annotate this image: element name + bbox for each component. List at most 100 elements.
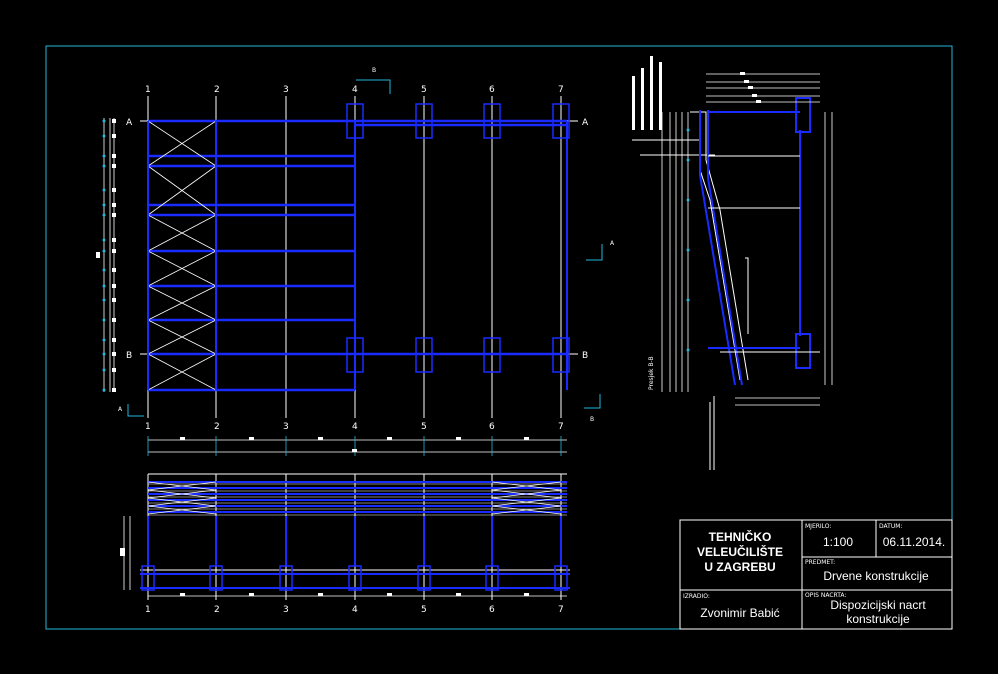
brace	[147, 319, 217, 355]
axis-label: 3	[283, 422, 289, 432]
dimension-node	[102, 249, 106, 253]
column-box	[552, 103, 570, 139]
dimension-text-mark	[112, 318, 116, 322]
axis-label: 1	[145, 422, 151, 432]
dimension-text-mark	[744, 80, 749, 83]
dimension-text-mark	[524, 437, 529, 440]
brace	[491, 489, 562, 499]
dimension-text-mark	[112, 154, 116, 158]
opis-value-line: Dispozicijski nacrt	[830, 598, 926, 612]
title-block[interactable]	[679, 519, 953, 630]
axis-label: 4	[352, 605, 358, 615]
dimension-text-mark	[387, 593, 392, 596]
column-box	[415, 103, 433, 139]
column-box	[552, 337, 570, 373]
dimension-text-mark	[112, 284, 116, 288]
opis-value-line: konstrukcije	[846, 612, 910, 626]
dimension-node	[686, 198, 690, 202]
elevation-dimension-lines	[120, 516, 567, 597]
dimension-text-mark	[112, 119, 116, 123]
brace	[147, 250, 217, 287]
plan-wind-bracing	[147, 120, 217, 391]
brace	[491, 481, 562, 491]
dimension-node	[102, 238, 106, 242]
plan-dimension-chain-left	[96, 118, 116, 392]
dimension-text-mark	[112, 298, 116, 302]
axis-label: 6	[489, 605, 495, 615]
dimension-text-mark	[112, 188, 116, 192]
dimension-text-mark	[524, 593, 529, 596]
dimension-node	[686, 158, 690, 162]
dimension-text-mark	[740, 72, 745, 75]
plan-columns	[346, 103, 570, 373]
dimension-text-mark	[456, 437, 461, 440]
izradio-value: Zvonimir Babić	[700, 606, 779, 620]
predmet-label: PREDMET:	[805, 559, 835, 566]
section-outline	[632, 111, 749, 470]
dimension-node	[102, 284, 106, 288]
dimension-text-mark	[180, 437, 185, 440]
dimension-node	[102, 154, 106, 158]
column-box	[483, 103, 501, 139]
dimension-node	[102, 203, 106, 207]
dimension-text-mark	[112, 238, 116, 242]
dimension-node	[102, 268, 106, 272]
axis-label: 6	[489, 422, 495, 432]
mjerilo-label: MJERILO:	[805, 523, 831, 530]
section-view[interactable]: Presjek B-B	[632, 56, 833, 470]
opis-label: OPIS NACRTA:	[805, 592, 846, 599]
dimension-text-mark	[180, 593, 185, 596]
school-name-line: TEHNIČKO	[709, 529, 772, 544]
datum-value: 06.11.2014.	[883, 535, 946, 549]
section-marker-b-bottom	[584, 394, 601, 409]
section-mark-label: B	[590, 416, 594, 423]
section-marker-a-right	[586, 244, 603, 261]
plan-axis-labels-top: 1 2 3 4 5 6 7	[145, 85, 564, 95]
brace	[147, 497, 217, 507]
section-marker-a-left	[127, 404, 144, 417]
dimension-node	[102, 388, 106, 392]
dimension-text-mark	[112, 268, 116, 272]
dimension-node	[686, 298, 690, 302]
column-box	[483, 337, 501, 373]
section-dimension-lines	[661, 72, 833, 406]
plan-blue-verticals	[147, 121, 568, 390]
brace	[147, 505, 217, 515]
dimension-node	[102, 298, 106, 302]
dimension-node	[686, 348, 690, 352]
dimension-text-mark	[318, 437, 323, 440]
plan-view[interactable]: 1 2 3 4 5 6 7 1 2 3 4 5 6 7 A A B B A	[96, 67, 615, 456]
dimension-text-mark	[112, 203, 116, 207]
dimension-node	[102, 213, 106, 217]
axis-label: 5	[421, 605, 427, 615]
axis-label: 2	[214, 422, 220, 432]
brace	[147, 165, 217, 216]
brace	[147, 481, 217, 491]
axis-label: 7	[558, 85, 564, 95]
dimension-text-mark	[112, 352, 116, 356]
dimension-node	[102, 352, 106, 356]
dimension-text-mark	[112, 134, 116, 138]
axis-label: 1	[145, 605, 151, 615]
dimension-text-mark	[249, 593, 254, 596]
row-label-b-left: B	[126, 351, 132, 361]
dimension-node	[102, 134, 106, 138]
brace	[491, 497, 562, 507]
dimension-text-mark	[756, 100, 761, 103]
section-marker-b-top	[356, 79, 391, 94]
brace	[491, 505, 562, 515]
axis-label: 7	[558, 422, 564, 432]
dimension-text-mark	[112, 213, 116, 217]
brace	[147, 120, 217, 167]
brace	[147, 285, 217, 321]
section-mark-label: A	[610, 240, 615, 247]
plan-purlins	[148, 119, 567, 392]
elevation-bracing	[147, 481, 562, 515]
dimension-node	[102, 368, 106, 372]
section-top-posts	[632, 56, 662, 130]
dimension-text-mark	[318, 593, 323, 596]
elevation-view[interactable]: 1 2 3 4 5 6 7	[120, 473, 570, 615]
predmet-value: Drvene konstrukcije	[823, 569, 929, 583]
axis-label: 5	[421, 85, 427, 95]
